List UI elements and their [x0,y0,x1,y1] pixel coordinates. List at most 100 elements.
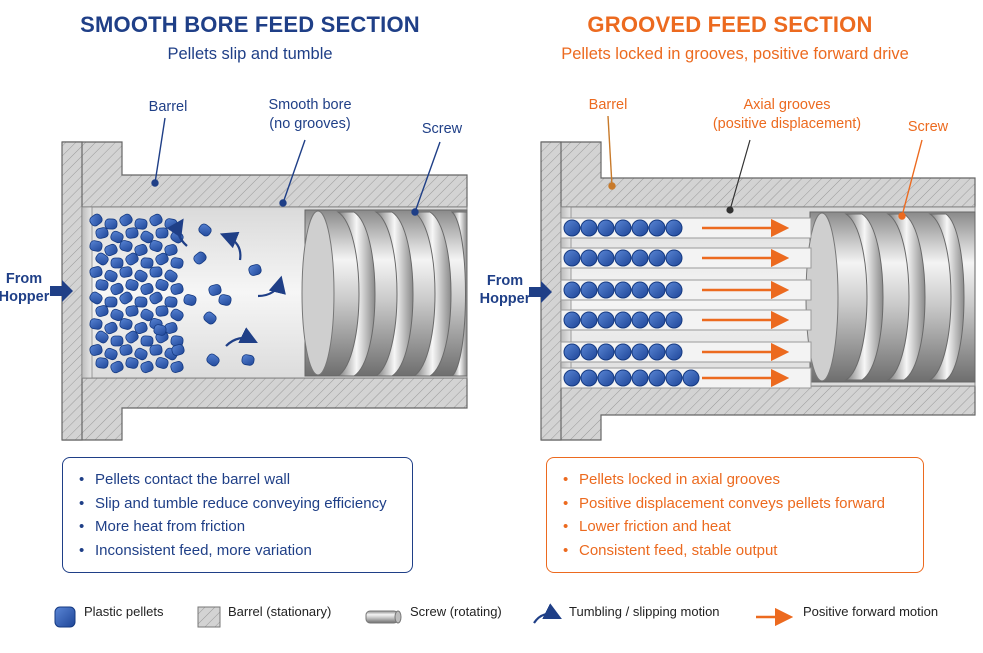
pellet [89,213,103,227]
legend-pellet-icon [54,606,76,628]
grooved-screw [805,211,976,383]
pellet [665,343,683,361]
pellet [580,249,598,267]
smooth-note-3: More heat from friction [79,515,398,539]
pellet [125,305,139,317]
right-screw-label: Screw [907,119,949,135]
pellet [125,252,139,266]
pellet [597,343,615,361]
pellet [170,257,184,269]
pellet [110,230,124,244]
pellet [631,311,649,329]
pellet [648,343,666,361]
pellet [563,249,581,267]
pellet [665,311,683,329]
pellet [95,279,109,291]
pellet [563,281,581,299]
pellet [580,311,598,329]
pellet [119,344,133,356]
left-hopper-label: From Hopper [0,270,50,306]
legend-tumbling-arrow-icon [533,603,562,624]
pellet [597,281,615,299]
smooth-pellets [89,213,262,374]
pellet [155,279,169,291]
pellet [563,369,581,387]
pellet [89,318,103,330]
legend-forward: Positive forward motion [803,604,939,619]
pellet [597,369,615,387]
pellet [149,344,163,356]
pellet [155,357,169,369]
pellet [104,243,118,257]
left-bore-label: Smooth bore (no grooves) [255,96,365,134]
left-hopper-line1: From [5,271,43,287]
pellet [125,357,139,369]
left-hopper-line2: Hopper [0,289,50,306]
pellet [241,354,255,366]
tumbling-arrows [166,218,286,347]
left-barrel-label: Barrel [148,99,188,115]
pellet [89,344,103,356]
pellet [95,330,109,344]
smooth-screw [301,209,468,377]
smooth-barrel-bottom-wall [62,377,468,441]
pellet [140,257,154,269]
pellet [149,213,163,227]
right-grooves-label: Axial grooves (positive displacement) [692,96,882,134]
grooved-notes: Pellets locked in axial grooves Positive… [546,457,924,573]
pellet [614,249,632,267]
pellet [110,308,124,322]
pellet [208,284,222,296]
pellet [563,343,581,361]
pellet [580,369,598,387]
pellet [110,257,124,269]
pellet [665,281,683,299]
smooth-barrel-top-wall [62,141,468,208]
pellet [648,369,666,387]
pellet [134,347,148,361]
legend-screw: Screw (rotating) [410,604,502,619]
right-hopper-label: From Hopper [477,272,533,308]
grooved-note-1: Pellets locked in axial grooves [563,468,909,492]
legend-tumbling: Tumbling / slipping motion [569,604,720,619]
pellet [140,360,154,374]
pellet [104,218,118,230]
grooved-note-4: Consistent feed, stable output [563,539,909,563]
pellet [95,252,109,266]
pellet [248,264,262,276]
pellet [164,269,178,283]
left-screw-label: Screw [421,121,463,137]
pellet [89,240,103,252]
pellet [597,311,615,329]
pellet [140,230,154,244]
pellet [170,308,184,322]
right-hopper-line2: Hopper [479,291,531,308]
pellet [563,311,581,329]
pellet [614,219,632,237]
smooth-bore-notes: Pellets contact the barrel wall Slip and… [62,457,413,573]
pellet [89,291,103,305]
pellet [648,249,666,267]
axial-grooves [560,217,812,389]
right-grooves-label-line2: (positive displacement) [712,115,862,132]
pellet [682,369,700,387]
pellet [110,282,124,296]
pellet [665,369,683,387]
pellet [95,357,109,369]
pellet [631,369,649,387]
pellet [104,296,118,308]
right-barrel-label: Barrel [588,97,628,113]
left-bore-label-line1: Smooth bore [268,97,352,113]
pellet [119,213,133,227]
pellet [164,244,178,256]
grooved-barrel-top-wall [541,141,976,208]
pellet [171,344,185,356]
pellet [140,283,154,295]
pellet [203,311,217,325]
pellet [170,361,184,373]
pellet [614,343,632,361]
pellet [149,240,163,252]
pellet [648,219,666,237]
legend-barrel-icon [197,606,221,628]
pellet [614,311,632,329]
